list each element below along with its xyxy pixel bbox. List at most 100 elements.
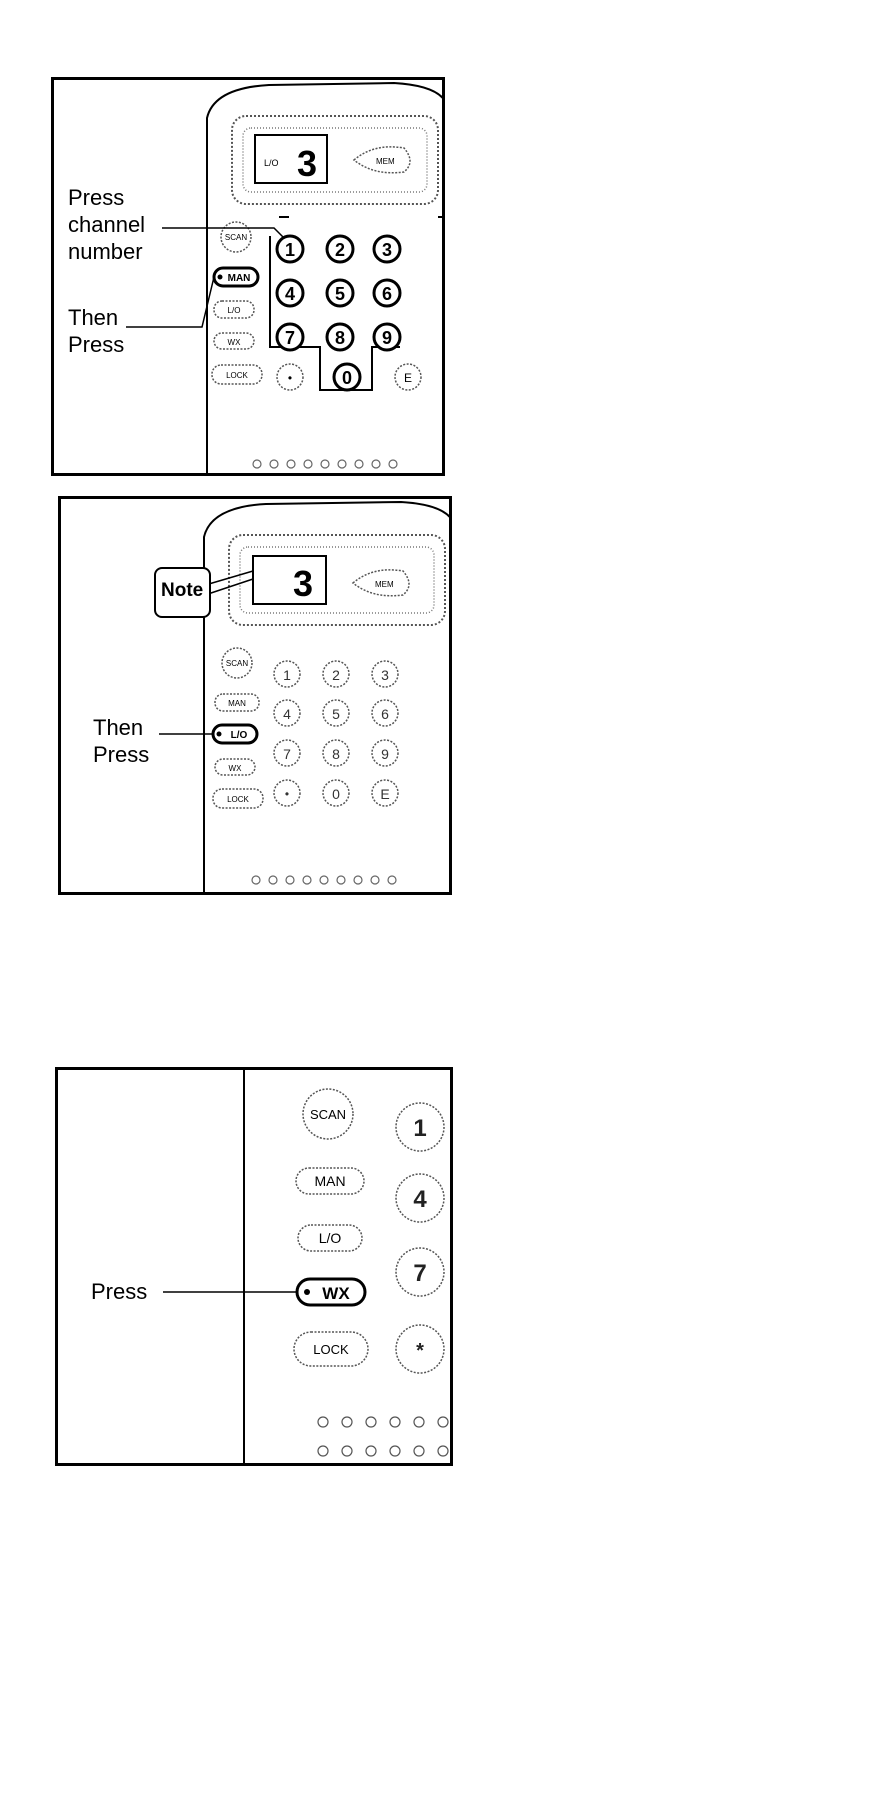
key-3[interactable]: 3 xyxy=(374,236,400,262)
mode-button-lo[interactable]: L/O xyxy=(214,301,254,318)
svg-text:MAN: MAN xyxy=(228,273,251,284)
svg-text:1: 1 xyxy=(283,667,291,683)
key-5[interactable]: 5 xyxy=(327,280,353,306)
svg-text:LOCK: LOCK xyxy=(226,371,248,380)
key-4[interactable]: 4 xyxy=(277,280,303,306)
key-2[interactable]: 2 xyxy=(323,661,349,687)
svg-text:8: 8 xyxy=(332,746,340,762)
key-7[interactable]: 7 xyxy=(277,324,303,350)
svg-text:MAN: MAN xyxy=(228,699,246,708)
mode-button-lo-highlighted[interactable]: L/O xyxy=(213,725,257,743)
mode-button-lo[interactable]: L/O xyxy=(298,1225,362,1251)
mode-button-man-highlighted[interactable]: MAN xyxy=(214,268,258,286)
svg-text:L/O: L/O xyxy=(319,1230,342,1246)
key-e[interactable]: E xyxy=(372,780,398,806)
svg-text:L/O: L/O xyxy=(228,306,241,315)
lcd-channel-digit: 3 xyxy=(297,143,317,184)
mode-button-wx[interactable]: WX xyxy=(215,759,255,775)
key-star[interactable]: * xyxy=(396,1325,444,1373)
svg-text:3: 3 xyxy=(382,240,392,260)
mode-button-lock[interactable]: LOCK xyxy=(294,1332,368,1366)
key-0[interactable]: 0 xyxy=(334,364,360,390)
key-0[interactable]: 0 xyxy=(323,780,349,806)
key-e[interactable]: E xyxy=(395,364,421,390)
mode-button-scan[interactable]: SCAN xyxy=(222,648,252,678)
mode-button-lock[interactable]: LOCK xyxy=(213,789,263,808)
svg-text:WX: WX xyxy=(322,1284,350,1303)
key-1[interactable]: 1 xyxy=(277,236,303,262)
label-press: Press xyxy=(91,1278,147,1305)
key-9[interactable]: 9 xyxy=(374,324,400,350)
scanner-illustration-3: SCAN MAN L/O WX LOCK 1 4 7 xyxy=(58,1070,453,1466)
svg-text:7: 7 xyxy=(413,1260,426,1287)
svg-text:1: 1 xyxy=(413,1115,426,1142)
key-8[interactable]: 8 xyxy=(327,324,353,350)
key-7[interactable]: 7 xyxy=(396,1248,444,1296)
svg-text:9: 9 xyxy=(382,328,392,348)
svg-text:SCAN: SCAN xyxy=(310,1107,346,1122)
key-6[interactable]: 6 xyxy=(372,700,398,726)
svg-text:E: E xyxy=(404,371,412,385)
svg-text:4: 4 xyxy=(285,284,295,304)
key-6[interactable]: 6 xyxy=(374,280,400,306)
svg-text:6: 6 xyxy=(381,706,389,722)
scanner-illustration-2: 3 MEM SCAN MAN L/O WX xyxy=(61,499,452,895)
speaker-holes xyxy=(253,460,397,468)
svg-text:7: 7 xyxy=(283,746,291,762)
keypad-column: 1 4 7 * xyxy=(396,1103,444,1373)
svg-text:*: * xyxy=(416,1340,424,1362)
svg-text:1: 1 xyxy=(285,240,295,260)
note-callout: Note xyxy=(154,567,211,618)
key-dot[interactable]: • xyxy=(274,780,300,806)
mode-button-scan[interactable]: SCAN xyxy=(221,222,251,252)
svg-text:8: 8 xyxy=(335,328,345,348)
svg-text:4: 4 xyxy=(413,1186,427,1213)
svg-text:SCAN: SCAN xyxy=(226,659,248,668)
lcd-channel-digit: 3 xyxy=(293,563,313,604)
scanner-illustration-1: L/O 3 MEM SCAN MAN L/O xyxy=(54,80,445,476)
svg-text:4: 4 xyxy=(283,706,291,722)
panel-weather: SCAN MAN L/O WX LOCK 1 4 7 xyxy=(55,1067,453,1466)
key-1[interactable]: 1 xyxy=(396,1103,444,1151)
svg-text:LOCK: LOCK xyxy=(313,1342,349,1357)
panel-enter-channel: L/O 3 MEM SCAN MAN L/O xyxy=(51,77,445,476)
key-7[interactable]: 7 xyxy=(274,740,300,766)
svg-text:•: • xyxy=(285,787,289,801)
svg-text:2: 2 xyxy=(332,667,340,683)
svg-text:E: E xyxy=(380,786,389,802)
label-then-press: Then Press xyxy=(68,304,124,358)
key-5[interactable]: 5 xyxy=(323,700,349,726)
lcd-screen xyxy=(253,556,326,604)
key-4[interactable]: 4 xyxy=(396,1174,444,1222)
svg-text:6: 6 xyxy=(382,284,392,304)
key-1[interactable]: 1 xyxy=(274,661,300,687)
key-8[interactable]: 8 xyxy=(323,740,349,766)
mode-button-scan[interactable]: SCAN xyxy=(303,1089,353,1139)
svg-text:3: 3 xyxy=(381,667,389,683)
svg-text:5: 5 xyxy=(335,284,345,304)
key-dot[interactable]: • xyxy=(277,364,303,390)
leader-line-channel xyxy=(162,228,284,238)
panel-lockout-channel: 3 MEM SCAN MAN L/O WX xyxy=(58,496,452,895)
speaker-holes xyxy=(252,876,396,884)
svg-text:WX: WX xyxy=(228,338,242,347)
key-3[interactable]: 3 xyxy=(372,661,398,687)
leader-line-man xyxy=(126,277,214,327)
speaker-holes xyxy=(318,1417,448,1456)
svg-text:L/O: L/O xyxy=(231,730,248,741)
key-9[interactable]: 9 xyxy=(372,740,398,766)
label-press-channel-number: Press channel number xyxy=(68,184,145,265)
mode-button-wx[interactable]: WX xyxy=(214,333,254,349)
mode-button-wx-highlighted[interactable]: WX xyxy=(297,1279,365,1305)
svg-text:9: 9 xyxy=(381,746,389,762)
mode-button-man[interactable]: MAN xyxy=(296,1168,364,1194)
svg-text:0: 0 xyxy=(332,786,340,802)
mode-button-lock[interactable]: LOCK xyxy=(212,365,262,384)
mode-button-man[interactable]: MAN xyxy=(215,694,259,711)
svg-text:0: 0 xyxy=(342,368,352,388)
mem-button-label: MEM xyxy=(376,157,395,166)
label-then-press: Then Press xyxy=(93,714,149,768)
key-4[interactable]: 4 xyxy=(274,700,300,726)
key-2[interactable]: 2 xyxy=(327,236,353,262)
svg-text:2: 2 xyxy=(335,240,345,260)
